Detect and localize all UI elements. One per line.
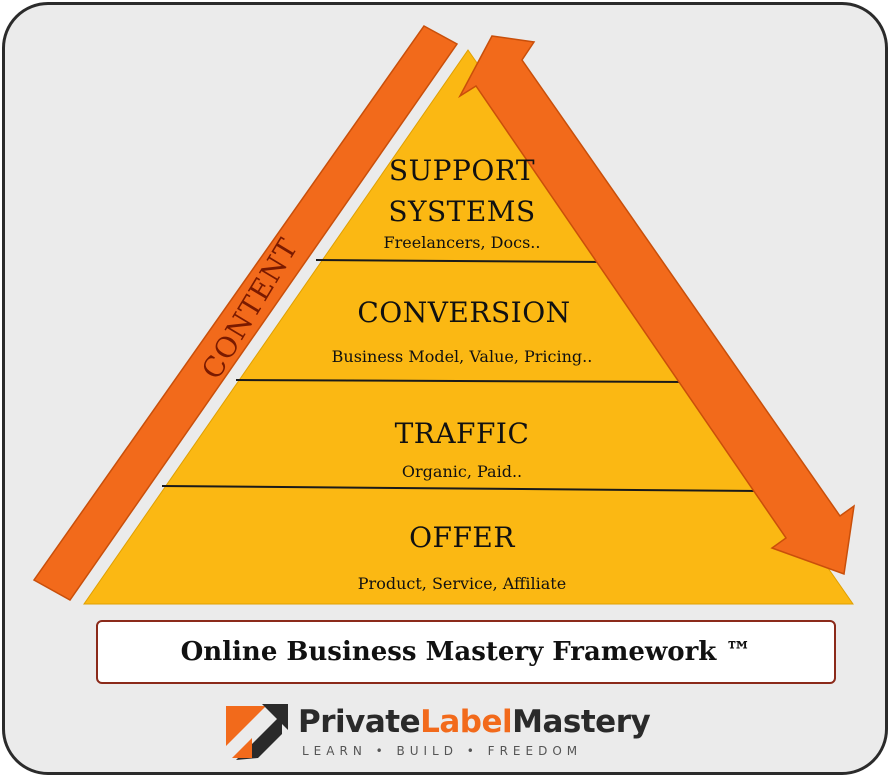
divider-support-conversion — [315, 259, 609, 263]
framework-title-box: Online Business Mastery Framework ™ — [96, 620, 836, 684]
level-conversion-subtitle: Business Model, Value, Pricing.. — [331, 347, 593, 366]
level-traffic-title: TRAFFIC — [394, 417, 530, 450]
level-traffic-subtitle: Organic, Paid.. — [401, 462, 523, 481]
brand-name-label: Label — [420, 704, 513, 740]
brand-name-private: Private — [298, 704, 421, 740]
level-support-title-line2: SYSTEMS — [388, 195, 536, 228]
level-offer-title: OFFER — [409, 521, 515, 554]
framework-title: Online Business Mastery Framework ™ — [180, 637, 752, 667]
level-support-subtitle: Freelancers, Docs.. — [383, 233, 541, 252]
level-offer-subtitle: Product, Service, Affiliate — [357, 574, 567, 593]
double-arrow-icon — [458, 35, 855, 576]
brand-mark-icon — [226, 704, 288, 760]
brand-logo: PrivateLabelMastery LEARN • BUILD • FREE… — [222, 696, 682, 768]
level-conversion-title: CONVERSION — [357, 296, 571, 329]
brand-tagline: LEARN • BUILD • FREEDOM — [302, 744, 583, 758]
divider-conversion-traffic — [235, 379, 689, 383]
brand-name: PrivateLabelMastery — [298, 704, 651, 740]
brand-name-mastery: Mastery — [512, 704, 651, 740]
divider-traffic-offer — [161, 485, 761, 492]
content-bar — [32, 25, 459, 601]
level-support-title-line1: SUPPORT — [388, 154, 536, 187]
